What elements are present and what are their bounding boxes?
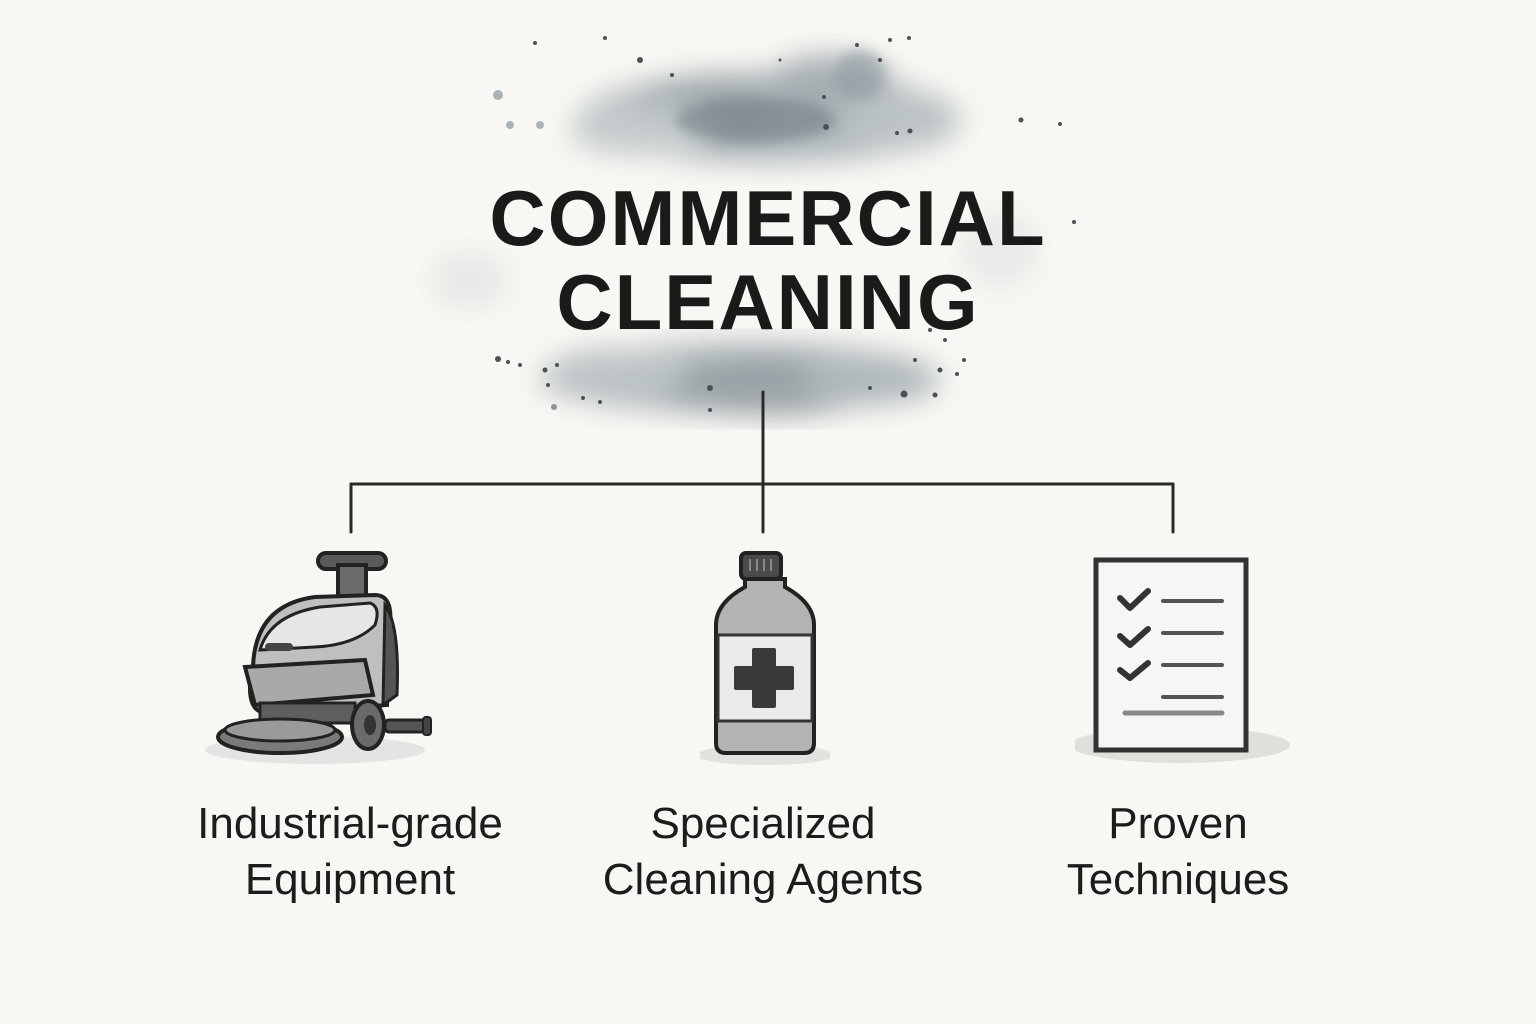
cleaning-bottle-icon xyxy=(700,551,830,765)
child-label-equipment-line-2: Equipment xyxy=(244,855,456,904)
child-label-techniques: Proven Techniques xyxy=(968,796,1388,908)
child-label-cleaning-agents-line-1: Specialized xyxy=(650,799,876,848)
child-label-cleaning-agents-line-2: Cleaning Agents xyxy=(602,855,924,904)
child-label-equipment: Industrial-grade Equipment xyxy=(140,796,560,908)
child-label-equipment-line-1: Industrial-grade xyxy=(197,799,503,848)
checklist-icon xyxy=(1075,557,1290,763)
child-label-cleaning-agents: Specialized Cleaning Agents xyxy=(553,796,973,908)
child-label-techniques-line-1: Proven xyxy=(1108,799,1248,848)
child-label-techniques-line-2: Techniques xyxy=(1066,855,1290,904)
diagram-title-line-2: CLEANING xyxy=(556,258,980,346)
floor-scrubber-icon xyxy=(205,551,432,764)
diagram-title-line-1: COMMERCIAL xyxy=(489,174,1047,262)
